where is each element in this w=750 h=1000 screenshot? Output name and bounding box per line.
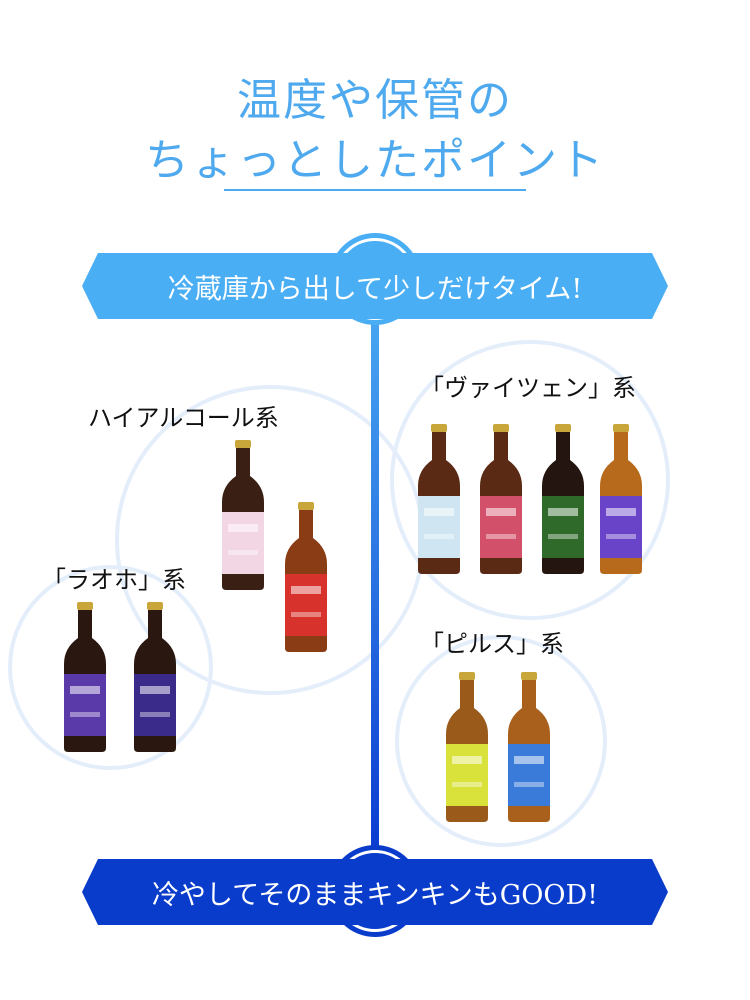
beer-bottle <box>478 424 524 578</box>
label-high-alcohol: ハイアルコール系 <box>88 404 279 432</box>
timeline-line <box>371 300 379 860</box>
label-weizen: 「ヴァイツェン」系 <box>420 374 636 402</box>
label-pils: 「ピルス」系 <box>420 630 564 658</box>
ring-rauch <box>8 565 213 770</box>
ring-pils <box>395 635 607 847</box>
title-line-1: 温度や保管の <box>237 75 513 126</box>
beer-bottle <box>220 440 266 594</box>
title-underline <box>224 189 526 191</box>
beer-bottle <box>598 424 644 578</box>
beer-bottle <box>540 424 586 578</box>
banner-cold: 冷やしてそのままキンキンもGOOD! <box>82 859 668 925</box>
banner-room-temp: 冷蔵庫から出して少しだけタイム! <box>82 253 668 319</box>
beer-bottle <box>62 602 108 756</box>
beer-bottle <box>444 672 490 826</box>
label-rauch: 「ラオホ」系 <box>42 566 186 594</box>
beer-bottle <box>506 672 552 826</box>
beer-bottle <box>283 502 329 656</box>
ring-weizen <box>390 340 670 620</box>
title-line-2: ちょっとしたポイント <box>145 135 605 186</box>
beer-bottle <box>416 424 462 578</box>
beer-bottle <box>132 602 178 756</box>
